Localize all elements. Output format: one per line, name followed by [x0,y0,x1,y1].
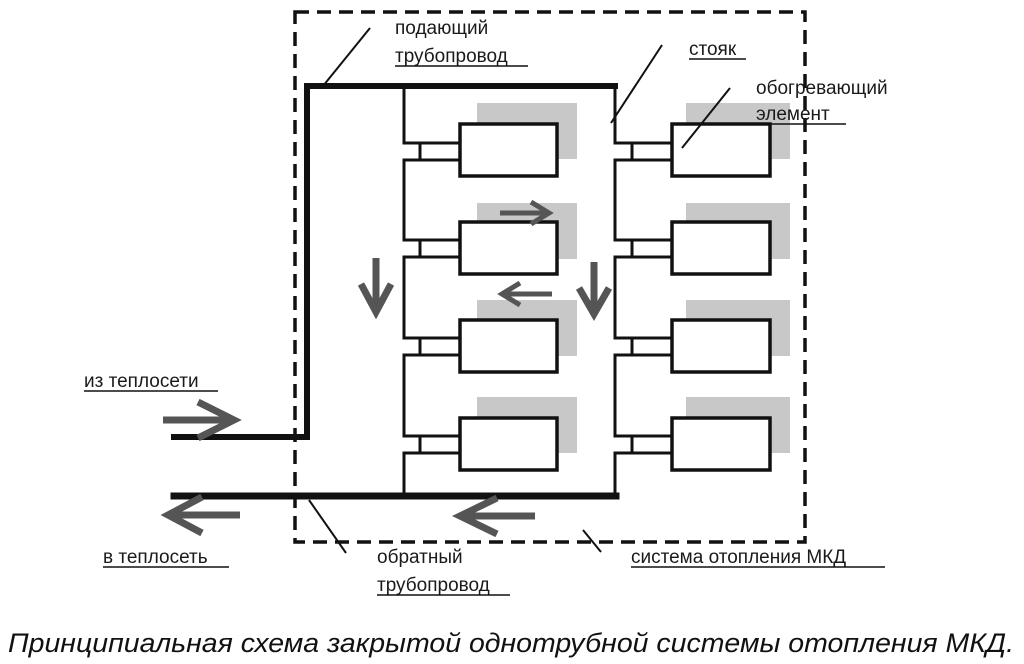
arrow-down-icon [575,262,613,322]
diagram-caption: Принципиальная схема закрытой однотрубно… [8,628,1014,658]
radiator [670,122,772,178]
radiator-connector [630,238,674,259]
flow-arrows [160,258,613,538]
leader-line [582,529,602,553]
arrow-right-icon [500,199,554,227]
radiator-connector [418,238,462,259]
to-network-label: в теплосеть [103,547,208,568]
riser-left [402,353,422,438]
radiator-connector [418,336,462,357]
radiator [458,318,559,374]
radiator [458,416,559,472]
arrow-left-icon [451,494,535,538]
leader-lines [308,27,731,554]
return-pipe-label: трубопровод [377,575,490,596]
riser-left [402,451,422,498]
riser-right [613,158,634,242]
radiator [458,122,559,178]
radiator [458,220,559,276]
radiators [458,122,772,472]
radiator-connector [418,141,462,162]
radiator [670,416,772,472]
from-network-label: из теплосети [84,371,199,392]
supply-pipe-label: трубопровод [395,46,508,67]
heating-element-label: элемент [756,104,830,125]
radiator [670,220,772,276]
radiator [670,318,772,374]
riser-right [613,84,634,145]
radiator-flow-arrows [497,199,554,308]
arrow-right-icon [163,398,242,442]
radiator-connector [418,434,462,455]
arrow-down-icon [357,258,395,320]
riser-left [402,255,422,340]
leader-line [681,87,731,149]
radiator-connector [630,434,674,455]
system-label: система отопления МКД [631,547,846,568]
leader-line [322,27,371,87]
radiator-connector [630,141,674,162]
return-pipe-label: обратный [377,547,463,568]
leader-line [610,44,663,124]
riser-left [402,84,422,145]
heating-element-label: обогревающий [756,78,888,99]
supply-main-pipe [171,83,618,440]
system-boundary [293,10,807,544]
supply-pipe-label: подающий [395,18,488,39]
riser-right [613,353,634,438]
riser-right [613,255,634,340]
riser-left [402,158,422,242]
riser-label: стояк [689,39,737,60]
radiator-connector [630,336,674,357]
arrow-left-icon [497,280,552,308]
riser-right [613,451,634,498]
arrow-left-icon [160,493,240,537]
leader-line [308,499,347,554]
label-underlines [84,58,885,596]
